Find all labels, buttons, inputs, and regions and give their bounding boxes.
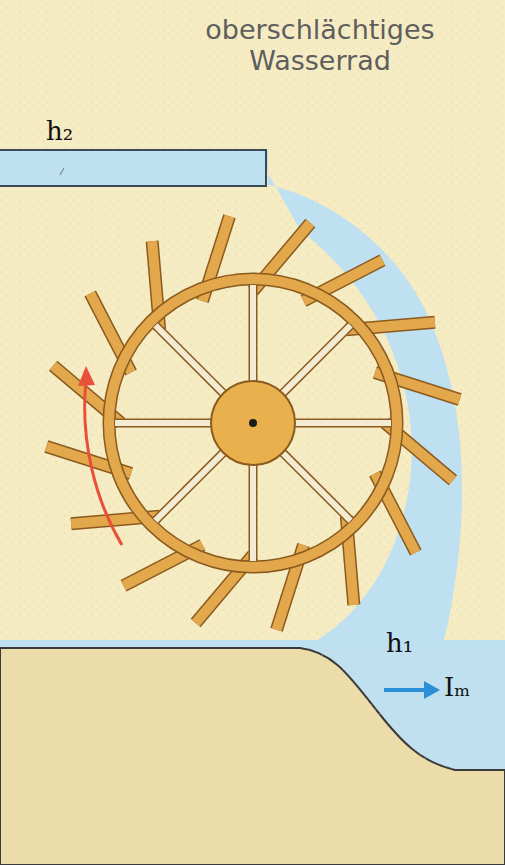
spoke-outline xyxy=(281,325,350,394)
spoke-outline xyxy=(155,325,224,394)
axle xyxy=(249,419,257,427)
spoke-outline xyxy=(115,419,213,428)
flow-label: Iₘ xyxy=(444,672,470,702)
flume-mark xyxy=(60,168,64,175)
spoke xyxy=(155,325,224,394)
headrace-flume xyxy=(0,150,266,186)
spoke xyxy=(281,325,350,394)
spoke xyxy=(293,420,391,426)
title: oberschlächtiges Wasserrad xyxy=(170,14,470,76)
ground-texture xyxy=(0,650,505,865)
flow-arrowhead xyxy=(424,681,440,699)
height-label: h₂ xyxy=(46,116,73,146)
water-wheel xyxy=(46,216,459,629)
spoke xyxy=(155,451,224,520)
flow-arrow xyxy=(384,688,428,692)
rim-outline xyxy=(109,279,397,567)
hub xyxy=(211,381,295,465)
spoke-outline xyxy=(249,463,258,561)
spoke-outline xyxy=(293,419,391,428)
spoke xyxy=(115,420,213,426)
ground xyxy=(0,648,505,865)
rotation-arrow xyxy=(85,380,122,545)
spoke xyxy=(281,451,350,520)
spoke xyxy=(250,285,256,383)
rotation-arrowhead xyxy=(78,366,95,386)
spoke-outline xyxy=(155,451,224,520)
height-label: h₁ xyxy=(386,628,413,658)
flume-edge xyxy=(0,150,266,186)
spoke-outline xyxy=(281,451,350,520)
spoke-outline xyxy=(249,285,258,383)
rim xyxy=(109,279,397,567)
spoke xyxy=(250,463,256,561)
